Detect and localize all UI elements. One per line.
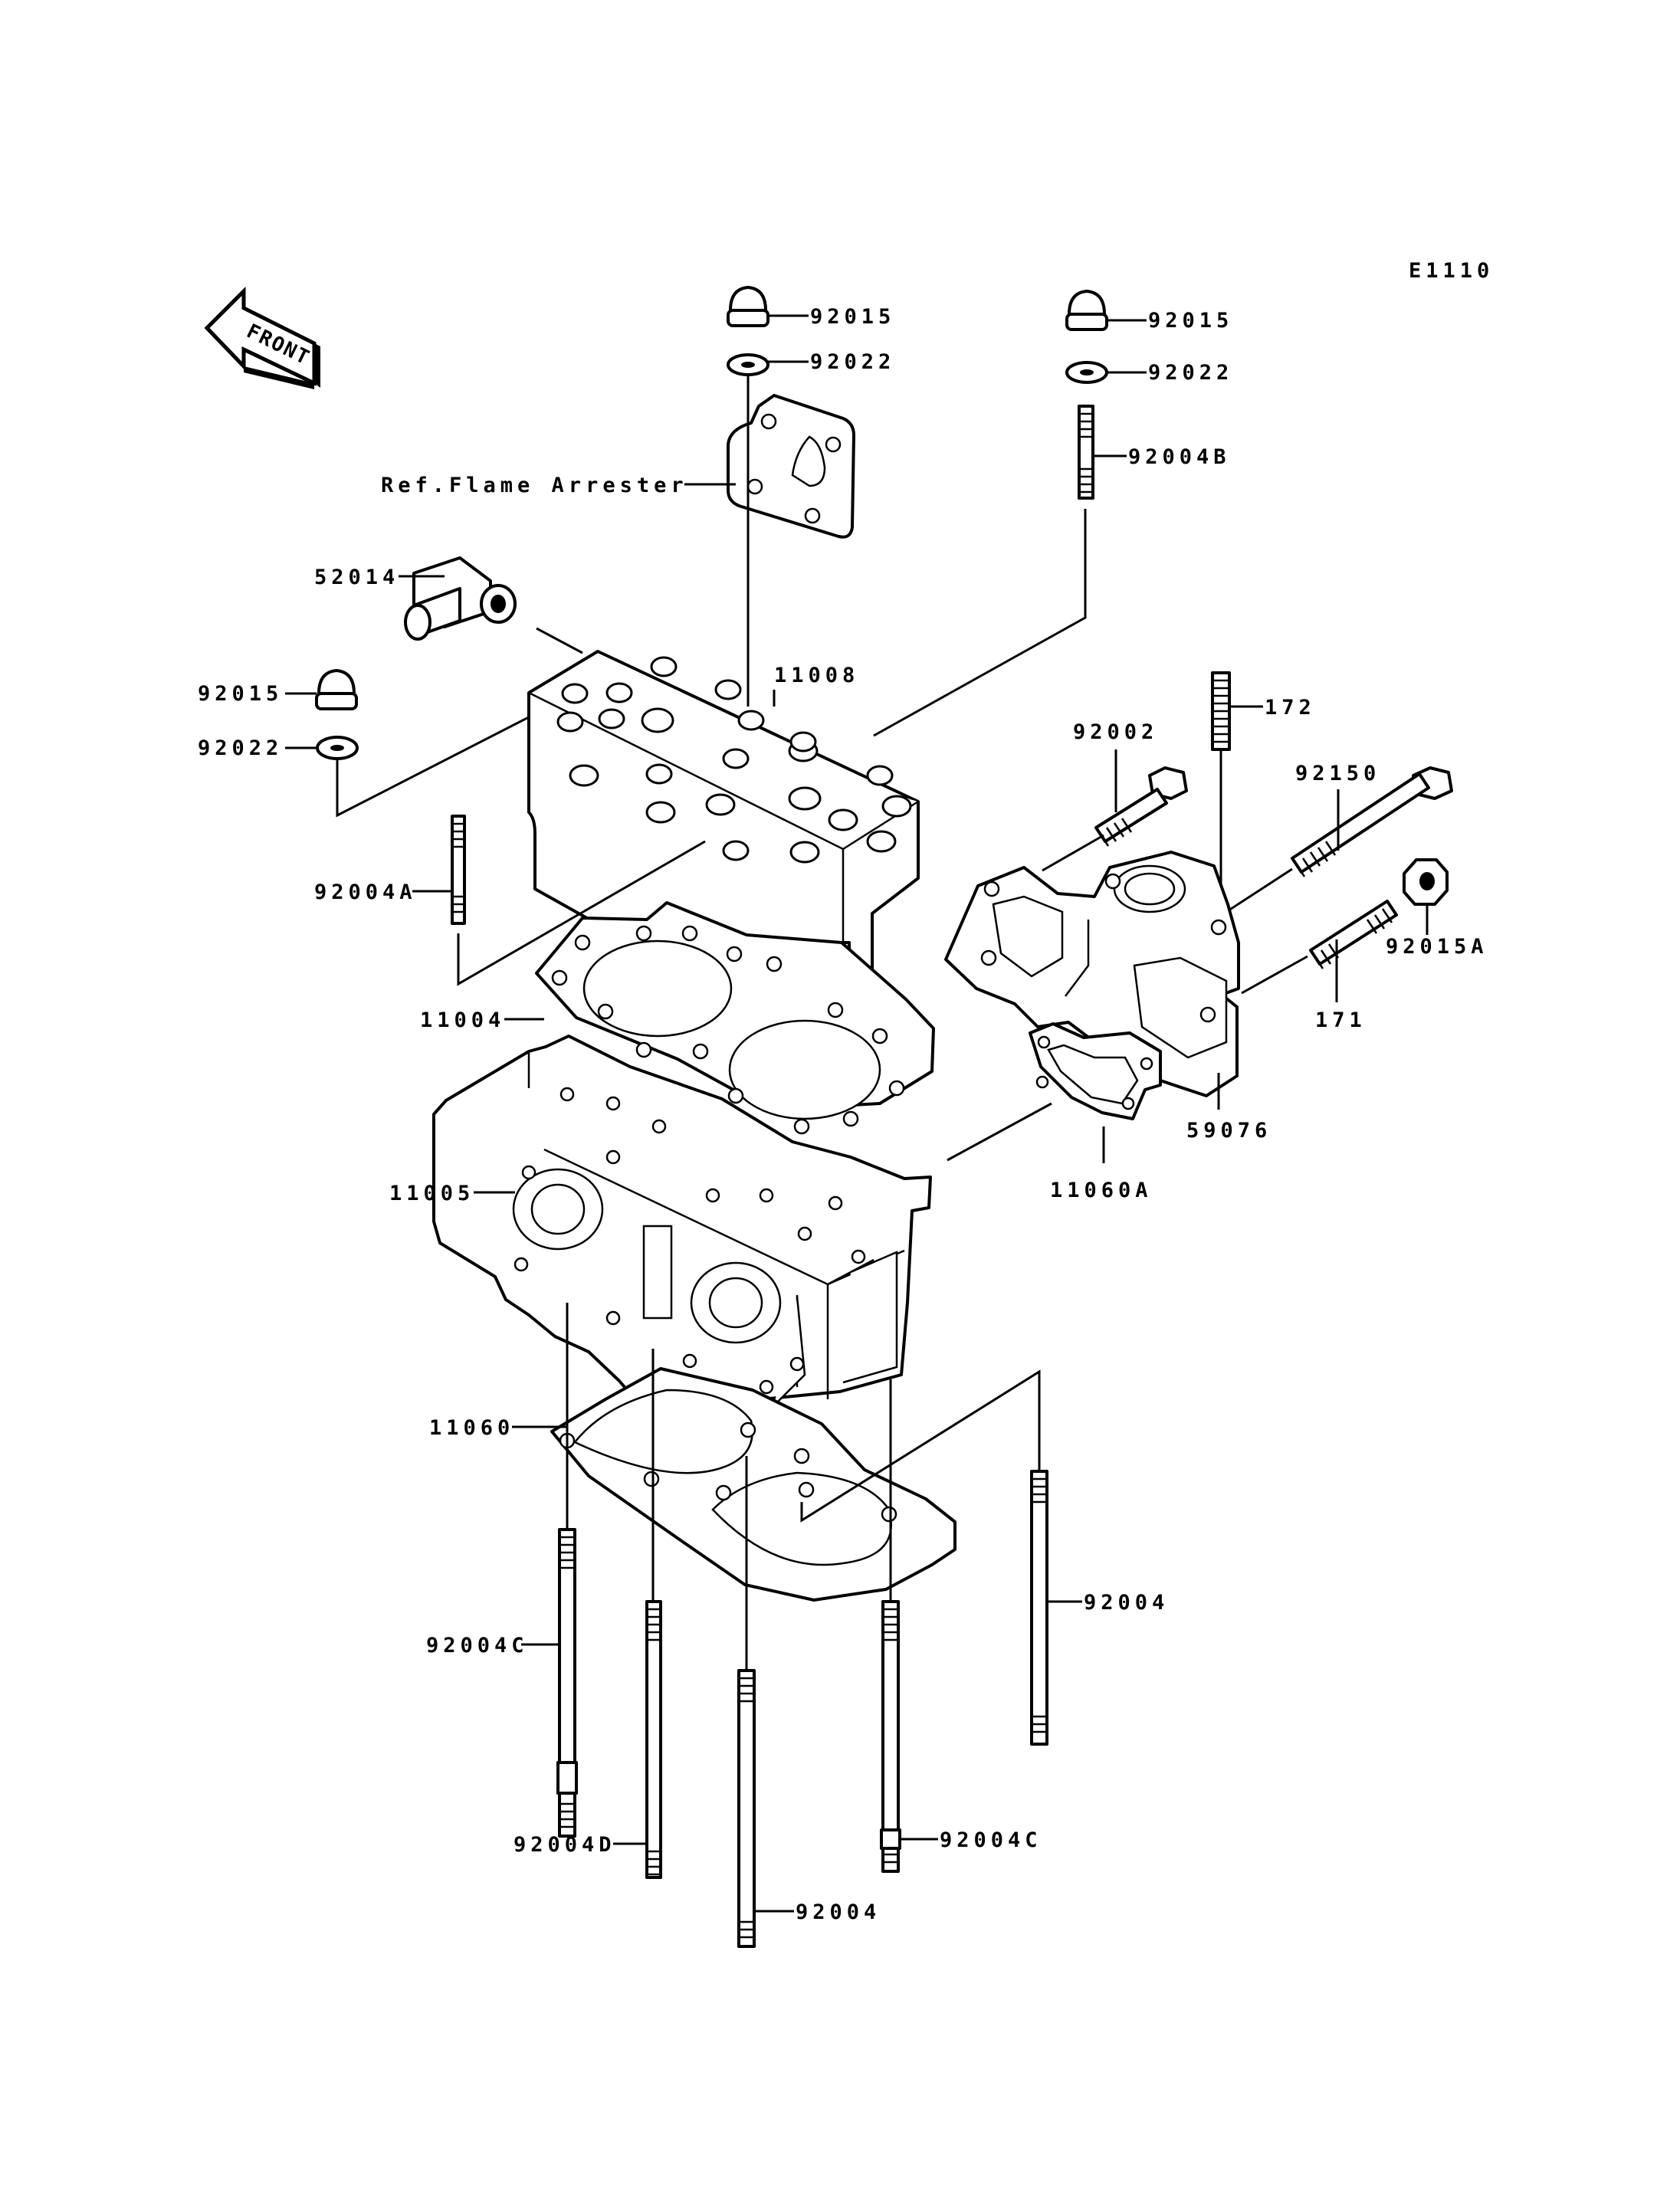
label-92015-right: 92015 <box>1148 309 1233 333</box>
label-92004-center: 92004 <box>796 1900 881 1924</box>
label-92004D: 92004D <box>514 1833 616 1857</box>
label-11004: 11004 <box>420 1008 505 1032</box>
label-ref-flame-arrester: Ref.Flame Arrester <box>381 474 688 497</box>
label-92015-top: 92015 <box>810 305 895 329</box>
diagram-code: E1110 <box>1409 259 1494 283</box>
bolt-92150[interactable] <box>1291 766 1453 877</box>
exhaust-manifold-59076[interactable] <box>944 851 1240 1097</box>
gasket-11060A[interactable] <box>1029 1022 1162 1120</box>
label-92150: 92150 <box>1295 762 1380 785</box>
acorn-nut-92015-top[interactable] <box>727 286 769 327</box>
stud-92004D[interactable] <box>645 1600 662 1879</box>
acorn-nut-92015-left[interactable] <box>315 669 358 710</box>
stud-172[interactable] <box>1211 671 1231 751</box>
cylinder-block-11005[interactable] <box>432 1035 932 1410</box>
label-11008: 11008 <box>774 664 859 687</box>
label-92022-top: 92022 <box>810 350 895 374</box>
stud-92004B[interactable] <box>1078 405 1094 500</box>
flange-nut-92015A[interactable] <box>1403 858 1449 906</box>
label-171: 171 <box>1315 1008 1367 1032</box>
head-gasket-11004[interactable] <box>535 901 935 1135</box>
stud-92004C-right[interactable] <box>880 1600 901 1873</box>
stud-171[interactable] <box>1309 900 1398 969</box>
label-92004C-right: 92004C <box>940 1828 1042 1852</box>
label-92004B: 92004B <box>1128 445 1231 469</box>
cylinder-head-11008[interactable] <box>527 650 920 982</box>
stud-92004-center[interactable] <box>737 1669 756 1948</box>
acorn-nut-92015-right[interactable] <box>1065 290 1108 331</box>
front-arrow-icon: FRONT <box>204 286 320 389</box>
label-92015-left: 92015 <box>198 682 283 706</box>
label-11060: 11060 <box>429 1416 514 1440</box>
base-gasket-11060[interactable] <box>550 1367 956 1602</box>
label-92022-left: 92022 <box>198 736 283 760</box>
bolt-92002[interactable] <box>1094 766 1188 847</box>
label-172: 172 <box>1265 696 1316 720</box>
label-11060A: 11060A <box>1050 1179 1153 1202</box>
stud-92004A[interactable] <box>451 815 466 925</box>
flame-arrester-bracket[interactable] <box>727 394 855 539</box>
stud-92004C-left[interactable] <box>556 1528 578 1838</box>
washer-92022-top[interactable] <box>727 353 769 376</box>
label-92022-right: 92022 <box>1148 361 1233 385</box>
washer-92022-right[interactable] <box>1065 361 1108 384</box>
washer-92022-left[interactable] <box>316 736 359 760</box>
stud-92004-right[interactable] <box>1030 1470 1048 1746</box>
label-52014: 52014 <box>314 566 399 589</box>
label-92004-right: 92004 <box>1084 1591 1169 1615</box>
label-59076: 59076 <box>1186 1119 1271 1143</box>
elbow-fitting-52014[interactable] <box>404 556 517 641</box>
label-92002: 92002 <box>1073 720 1158 744</box>
label-92015A: 92015A <box>1386 935 1488 959</box>
label-11005: 11005 <box>389 1182 474 1205</box>
label-92004C-left: 92004C <box>426 1634 529 1658</box>
label-92004A: 92004A <box>314 880 417 904</box>
